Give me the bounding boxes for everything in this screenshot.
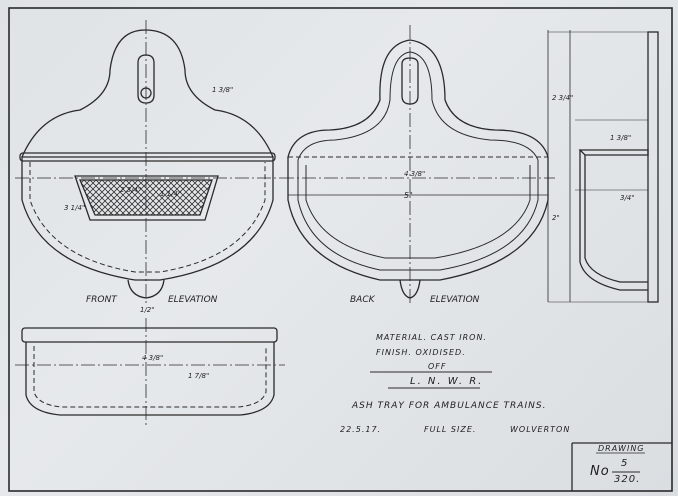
back-elevation-view	[280, 25, 555, 305]
dim-back-inner: 4 3/8"	[404, 170, 425, 178]
dim-front-basket-w: 2 3/4"	[120, 186, 141, 194]
back-view-label-2: ELEVATION	[430, 295, 480, 305]
dim-side-lip: 3/4"	[620, 194, 635, 202]
off-note: OFF	[428, 362, 447, 371]
front-view-label-2: ELEVATION	[168, 295, 218, 305]
back-view-label: BACK	[350, 295, 376, 305]
dim-plan-width: 4 3/8"	[142, 354, 163, 362]
dim-plan-depth: 1 7/8"	[188, 372, 209, 380]
dim-front-top: 1 3/8"	[212, 86, 233, 94]
drawing-no-label: No	[590, 464, 610, 479]
dim-back-width: 5"	[404, 191, 413, 200]
drawing-number-box	[571, 442, 672, 491]
dim-side-depth: 1 3/8"	[610, 134, 631, 142]
drawing-label: DRAWING	[598, 444, 645, 453]
dim-front-bottom: 1/2"	[140, 306, 155, 314]
material-note: MATERIAL. CAST IRON.	[376, 333, 487, 342]
side-elevation-view	[547, 30, 659, 303]
drawing-scale: FULL SIZE.	[424, 425, 477, 434]
drawing-number-bottom: 320.	[614, 474, 641, 485]
front-elevation-view	[15, 20, 280, 305]
drawing-title: ASH TRAY FOR AMBULANCE TRAINS.	[352, 401, 547, 411]
dim-front-basket-h: 1 1/4"	[160, 190, 181, 198]
company-name: L. N. W. R.	[410, 376, 484, 387]
plan-view	[15, 318, 285, 425]
drawing-works: WOLVERTON	[510, 425, 571, 434]
finish-note: FINISH. OXIDISED.	[376, 348, 466, 357]
dim-front-side: 3 1/4"	[64, 204, 85, 212]
front-view-label: FRONT	[86, 295, 118, 305]
drawing-date: 22.5.17.	[340, 425, 382, 434]
dim-side-total: 2 3/4"	[552, 94, 573, 102]
dim-side-mid: 2"	[552, 214, 560, 222]
sheet-border	[8, 7, 673, 492]
drawing-number-top: 5	[621, 458, 629, 469]
